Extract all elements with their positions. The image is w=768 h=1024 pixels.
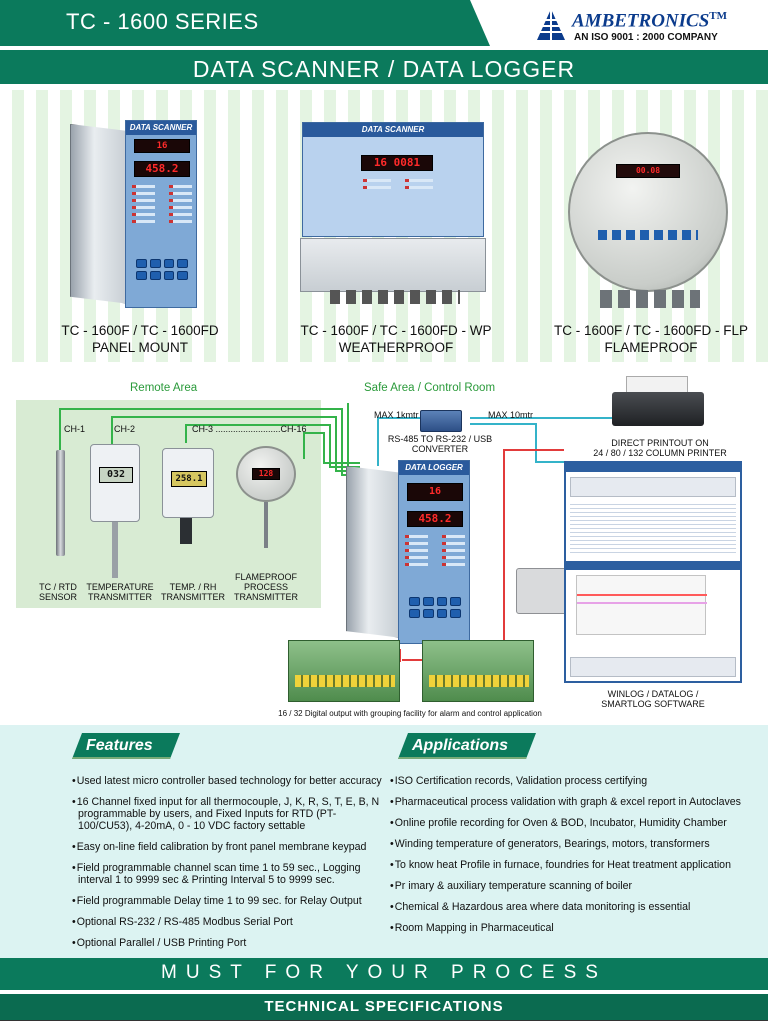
list-item: Online profile recording for Oven & BOD,… xyxy=(390,817,760,829)
data-logger-image: DATA LOGGER 16 458.2 xyxy=(346,460,472,646)
brand-name: AMBETRONICSTM xyxy=(572,10,728,32)
software-label: WINLOG / DATALOG /SMARTLOG SOFTWARE xyxy=(601,689,705,709)
features-heading: Features xyxy=(72,733,180,759)
slogan-text: MUST FOR YOUR PROCESS xyxy=(161,962,607,983)
product-panel-mount-image: DATA SCANNER 16 458.2 xyxy=(70,120,200,310)
remote-area-label: Remote Area xyxy=(130,382,198,394)
tech-specs-bar: TECHNICAL SPECIFICATIONS xyxy=(0,992,768,1020)
iso-certification: AN ISO 9001 : 2000 COMPANY xyxy=(574,32,718,43)
slogan-bar: MUST FOR YOUR PROCESS xyxy=(0,958,768,990)
output-board-2 xyxy=(422,640,534,702)
list-item: Field programmable Delay time 1 to 99 se… xyxy=(72,895,388,907)
list-item: Easy on-line field calibration by front … xyxy=(72,841,388,853)
tech-specs-title: TECHNICAL SPECIFICATIONS xyxy=(264,998,504,1015)
rs485-converter-image xyxy=(420,410,462,432)
list-item: 16 Channel fixed input for all thermocou… xyxy=(72,796,388,832)
list-item: Field programmable channel scan time 1 t… xyxy=(72,862,388,886)
flameproof-stem xyxy=(264,502,268,548)
computer-image xyxy=(516,568,570,614)
list-item: Room Mapping in Pharmaceutical xyxy=(390,922,760,934)
list-item: ISO Certification records, Validation pr… xyxy=(390,775,760,787)
list-item: Used latest micro controller based techn… xyxy=(72,775,388,787)
digital-output-note: 16 / 32 Digital output with grouping fac… xyxy=(278,709,542,718)
list-item: Pr imary & auxiliary temperature scannin… xyxy=(390,880,760,892)
series-tab xyxy=(0,0,490,46)
printer-image xyxy=(612,376,704,428)
max-1km-label: MAX 1kmtr xyxy=(374,410,419,420)
ch3-ch16-label: CH-3 ..........................CH-16 xyxy=(192,424,307,434)
list-item: Winding temperature of generators, Beari… xyxy=(390,838,760,850)
series-title: TC - 1600 SERIES xyxy=(66,9,259,34)
flameproof-transmitter-image: 128 xyxy=(236,446,296,502)
rh-probe xyxy=(180,518,192,544)
list-item: To know heat Profile in furnace, foundri… xyxy=(390,859,760,871)
page-title: DATA SCANNER / DATA LOGGER xyxy=(192,56,576,82)
spec-table-top-edge xyxy=(0,1020,768,1024)
tc-rtd-sensor-probe xyxy=(56,450,65,556)
list-item: Optional Parallel / USB Printing Port xyxy=(72,937,388,949)
device-label: DATA LOGGER xyxy=(399,461,469,475)
applications-list: ISO Certification records, Validation pr… xyxy=(390,775,760,943)
product-weatherproof-caption: TC - 1600F / TC - 1600FD - WP WEATHERPRO… xyxy=(300,323,492,355)
transmitter-stem xyxy=(112,522,118,578)
list-item: Optional RS-232 / RS-485 Modbus Serial P… xyxy=(72,916,388,928)
product-flameproof-image: 00.08 xyxy=(560,124,736,314)
ch2-label: CH-2 xyxy=(114,424,136,434)
applications-heading: Applications xyxy=(398,733,536,759)
device-label: DATA SCANNER xyxy=(126,121,196,135)
title-bar: DATA SCANNER / DATA LOGGER xyxy=(0,48,768,86)
ch1-label: CH-1 xyxy=(64,424,86,434)
ambetronics-tower-icon xyxy=(536,9,566,41)
list-item: Chemical & Hazardous area where data mon… xyxy=(390,901,760,913)
list-item: Pharmaceutical process validation with g… xyxy=(390,796,760,808)
temp-rh-transmitter-image: 258.1 xyxy=(162,448,214,518)
temperature-transmitter-image: 032 xyxy=(90,444,140,522)
device-label: DATA SCANNER xyxy=(303,123,483,137)
product-flameproof-caption: TC - 1600F / TC - 1600FD - FLP FLAMEPROO… xyxy=(553,323,749,355)
max-10m-label: MAX 10mtr xyxy=(488,410,534,420)
product-weatherproof-image: DATA SCANNER 16 0081 xyxy=(300,120,486,310)
channel-wiring xyxy=(59,403,360,480)
product-panel-mount-caption: TC - 1600F / TC - 1600FD PANEL MOUNT xyxy=(61,323,219,355)
output-board-1 xyxy=(288,640,400,702)
safe-area-label: Safe Area / Control Room xyxy=(364,382,496,394)
header: TC - 1600 SERIES AMBETRONICSTM AN ISO 90… xyxy=(0,0,768,46)
features-list: Used latest micro controller based techn… xyxy=(72,775,388,958)
software-screenshot xyxy=(564,461,742,683)
